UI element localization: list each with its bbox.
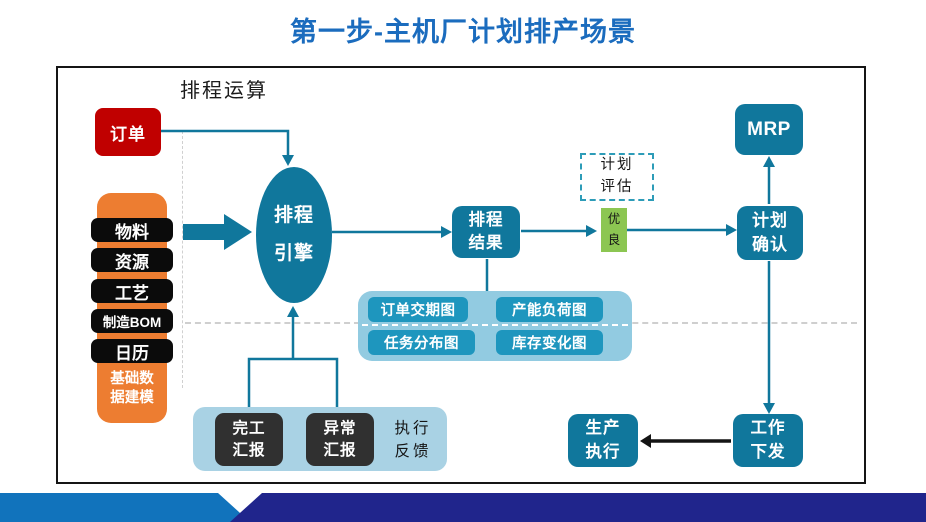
result-label: 排程 结果	[468, 210, 504, 252]
mrp-label: MRP	[747, 118, 791, 140]
order-node: 订单	[95, 108, 161, 156]
stack-item-material: 物料	[91, 218, 173, 242]
production-execution-label: 生产 执行	[585, 419, 621, 461]
chart-container-divider	[362, 324, 628, 326]
plan-eval-label: 计划 评估	[600, 157, 634, 195]
completion-report-label: 完工 汇报	[232, 419, 266, 459]
mrp-node: MRP	[735, 104, 803, 155]
master-data-to-engine-block-arrow	[183, 214, 252, 250]
faint-guide-line	[182, 131, 183, 388]
production-execution-node: 生产 执行	[568, 414, 638, 467]
master-data-footer-label: 基础数 据建模	[110, 371, 154, 406]
bottom-decoration-band	[0, 493, 926, 522]
order-to-engine-line	[161, 129, 290, 156]
stack-item-calendar: 日历	[91, 339, 173, 363]
exception-report-label: 异常 汇报	[323, 419, 357, 459]
grade-label: 优 良	[607, 212, 621, 247]
band-dark-ribbon	[230, 493, 926, 522]
plan-evaluation-dashed-node: 计划 评估	[580, 153, 654, 201]
execution-feedback-label: 执行 反馈	[394, 420, 432, 461]
exception-report-node: 异常 汇报	[306, 413, 374, 466]
stack-item-process: 工艺	[91, 279, 173, 303]
diagram-frame	[56, 66, 866, 484]
plan-confirm-node: 计划 确认	[737, 206, 803, 260]
engine-label: 排程 引擎	[273, 205, 314, 264]
scheduling-result-node: 排程 结果	[452, 206, 520, 258]
stack-item-mbom: 制造BOM	[91, 309, 173, 333]
scheduling-region-label: 排程运算	[180, 80, 268, 102]
band-light-ribbon	[0, 493, 250, 522]
completion-report-node: 完工 汇报	[215, 413, 283, 466]
plan-confirm-label: 计划 确认	[752, 211, 788, 254]
chart-capacity-load: 产能负荷图	[496, 297, 603, 322]
stack-item-resource: 资源	[91, 248, 173, 272]
chart-order-delivery: 订单交期图	[368, 297, 468, 322]
slide-title: 第一步-主机厂计划排产场景	[290, 17, 636, 47]
grade-node: 优 良	[601, 208, 627, 252]
scheduling-engine-node: 排程 引擎	[256, 167, 332, 303]
feedback-to-engine-line	[247, 357, 339, 412]
order-label: 订单	[110, 124, 146, 144]
chart-inventory-change: 库存变化图	[496, 330, 603, 355]
work-dispatch-node: 工作 下发	[733, 414, 803, 467]
work-dispatch-label: 工作 下发	[750, 419, 786, 461]
chart-task-distribution: 任务分布图	[368, 330, 475, 355]
